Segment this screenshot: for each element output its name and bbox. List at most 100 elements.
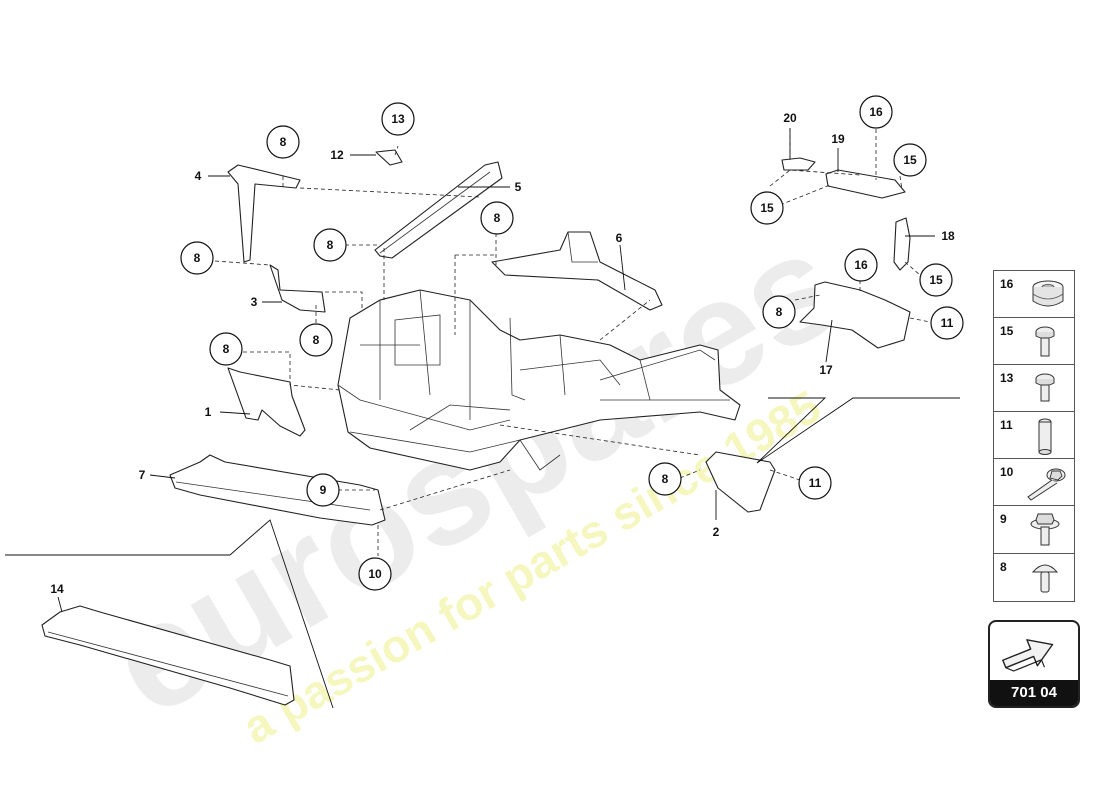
callout-15: 15: [893, 143, 927, 177]
part-6-crossmember: [491, 231, 663, 311]
callout-8: 8: [313, 228, 347, 262]
callout-1: 1: [205, 405, 212, 419]
part-14-bumper-detail: [41, 605, 295, 706]
callout-18: 18: [941, 229, 955, 243]
legend-part-number: 9: [1000, 512, 1007, 527]
part-18-post: [893, 217, 911, 271]
part-7-bumper-beam: [169, 454, 386, 526]
legend-part-number: 11: [1000, 418, 1013, 433]
callout-17: 17: [819, 363, 833, 377]
svg-text:3: 3: [251, 295, 258, 309]
svg-text:8: 8: [223, 342, 230, 356]
svg-text:19: 19: [831, 132, 845, 146]
legend-part-number: 10: [1000, 465, 1014, 480]
callout-16: 16: [844, 248, 878, 282]
catalog-number: 701 04: [990, 680, 1078, 706]
grommet-icon: [1032, 280, 1064, 307]
direction-arrow-icon: [1002, 639, 1054, 672]
svg-text:9: 9: [320, 483, 327, 497]
callout-14: 14: [50, 582, 64, 596]
flat-head-screw-icon: [1035, 326, 1055, 357]
svg-text:15: 15: [760, 201, 774, 215]
part-5-cross-rail: [374, 161, 503, 259]
callout-15: 15: [919, 263, 953, 297]
svg-text:20: 20: [783, 111, 797, 125]
callout-2: 2: [713, 525, 720, 539]
svg-text:5: 5: [515, 180, 522, 194]
svg-text:4: 4: [195, 169, 202, 183]
front-frame-assembly: [337, 289, 741, 471]
svg-text:7: 7: [139, 468, 146, 482]
callout-4: 4: [195, 169, 202, 183]
part-3-gusset: [269, 264, 326, 313]
callout-8: 8: [762, 295, 796, 329]
svg-text:1: 1: [205, 405, 212, 419]
svg-text:8: 8: [280, 135, 287, 149]
legend-part-number: 16: [1000, 277, 1014, 291]
callout-15: 15: [750, 191, 784, 225]
callout-7: 7: [139, 468, 146, 482]
flat-head-screw-icon: [1035, 373, 1055, 402]
callout-8: 8: [180, 241, 214, 275]
callout-5: 5: [515, 180, 522, 194]
hex-bolt-icon: [1030, 513, 1060, 546]
svg-text:12: 12: [330, 148, 344, 162]
legend-part-number: 13: [1000, 371, 1014, 386]
callout-8: 8: [299, 323, 333, 357]
part-12-bracket: [375, 149, 403, 166]
leader-lines: [57, 128, 935, 613]
svg-text:2: 2: [713, 525, 720, 539]
callout-20: 20: [783, 111, 797, 125]
svg-text:8: 8: [662, 472, 669, 486]
svg-text:14: 14: [50, 582, 64, 596]
svg-text:15: 15: [903, 153, 917, 167]
callout-11: 11: [798, 466, 832, 500]
callouts: 1 2 3 4 5 6 7 8 8 8 8 8 8 8 8 9 10 11 11…: [50, 95, 964, 596]
svg-text:13: 13: [391, 112, 405, 126]
detail-indicator-lines: [5, 397, 960, 709]
legend-row-15: 15: [994, 318, 1074, 366]
callout-8: 8: [480, 201, 514, 235]
svg-text:15: 15: [929, 273, 943, 287]
legend-part-number: 8: [1000, 559, 1007, 574]
svg-text:16: 16: [869, 105, 883, 119]
svg-text:8: 8: [194, 251, 201, 265]
legend-row-9: 9: [994, 506, 1074, 554]
assembly-lines: [214, 122, 931, 556]
svg-text:18: 18: [941, 229, 955, 243]
legend-row-11: 11: [994, 412, 1074, 460]
svg-text:8: 8: [776, 305, 783, 319]
legend-row-16: 16: [994, 271, 1074, 319]
callout-10: 10: [358, 557, 392, 591]
legend-row-10: 10: [994, 459, 1074, 507]
sleeve-bolt-icon: [1038, 418, 1052, 456]
svg-text:8: 8: [494, 211, 501, 225]
callout-8: 8: [209, 332, 243, 366]
legend-row-13: 13: [994, 365, 1074, 413]
svg-text:6: 6: [616, 231, 623, 245]
svg-text:8: 8: [327, 238, 334, 252]
callout-19: 19: [831, 132, 845, 146]
callout-9: 9: [306, 473, 340, 507]
callout-16: 16: [859, 95, 893, 129]
part-4-strut: [227, 164, 301, 263]
callout-8: 8: [648, 462, 682, 496]
svg-text:11: 11: [809, 476, 822, 490]
legend-row-8: 8: [994, 554, 1074, 601]
part-19-bracket: [825, 169, 906, 199]
callout-11: 11: [930, 306, 964, 340]
part-17-tunnel: [799, 281, 911, 349]
callout-8: 8: [266, 125, 300, 159]
svg-text:16: 16: [854, 258, 868, 272]
fastener-legend: 16 15 13 11 10: [993, 270, 1075, 602]
part-20-clip: [781, 157, 816, 171]
svg-text:17: 17: [819, 363, 833, 377]
part-1-bracket: [227, 367, 306, 437]
callout-12: 12: [330, 148, 344, 162]
mushroom-head-rivet-icon: [1031, 564, 1059, 593]
callout-13: 13: [381, 102, 415, 136]
svg-text:11: 11: [941, 316, 954, 330]
callout-6: 6: [616, 231, 623, 245]
